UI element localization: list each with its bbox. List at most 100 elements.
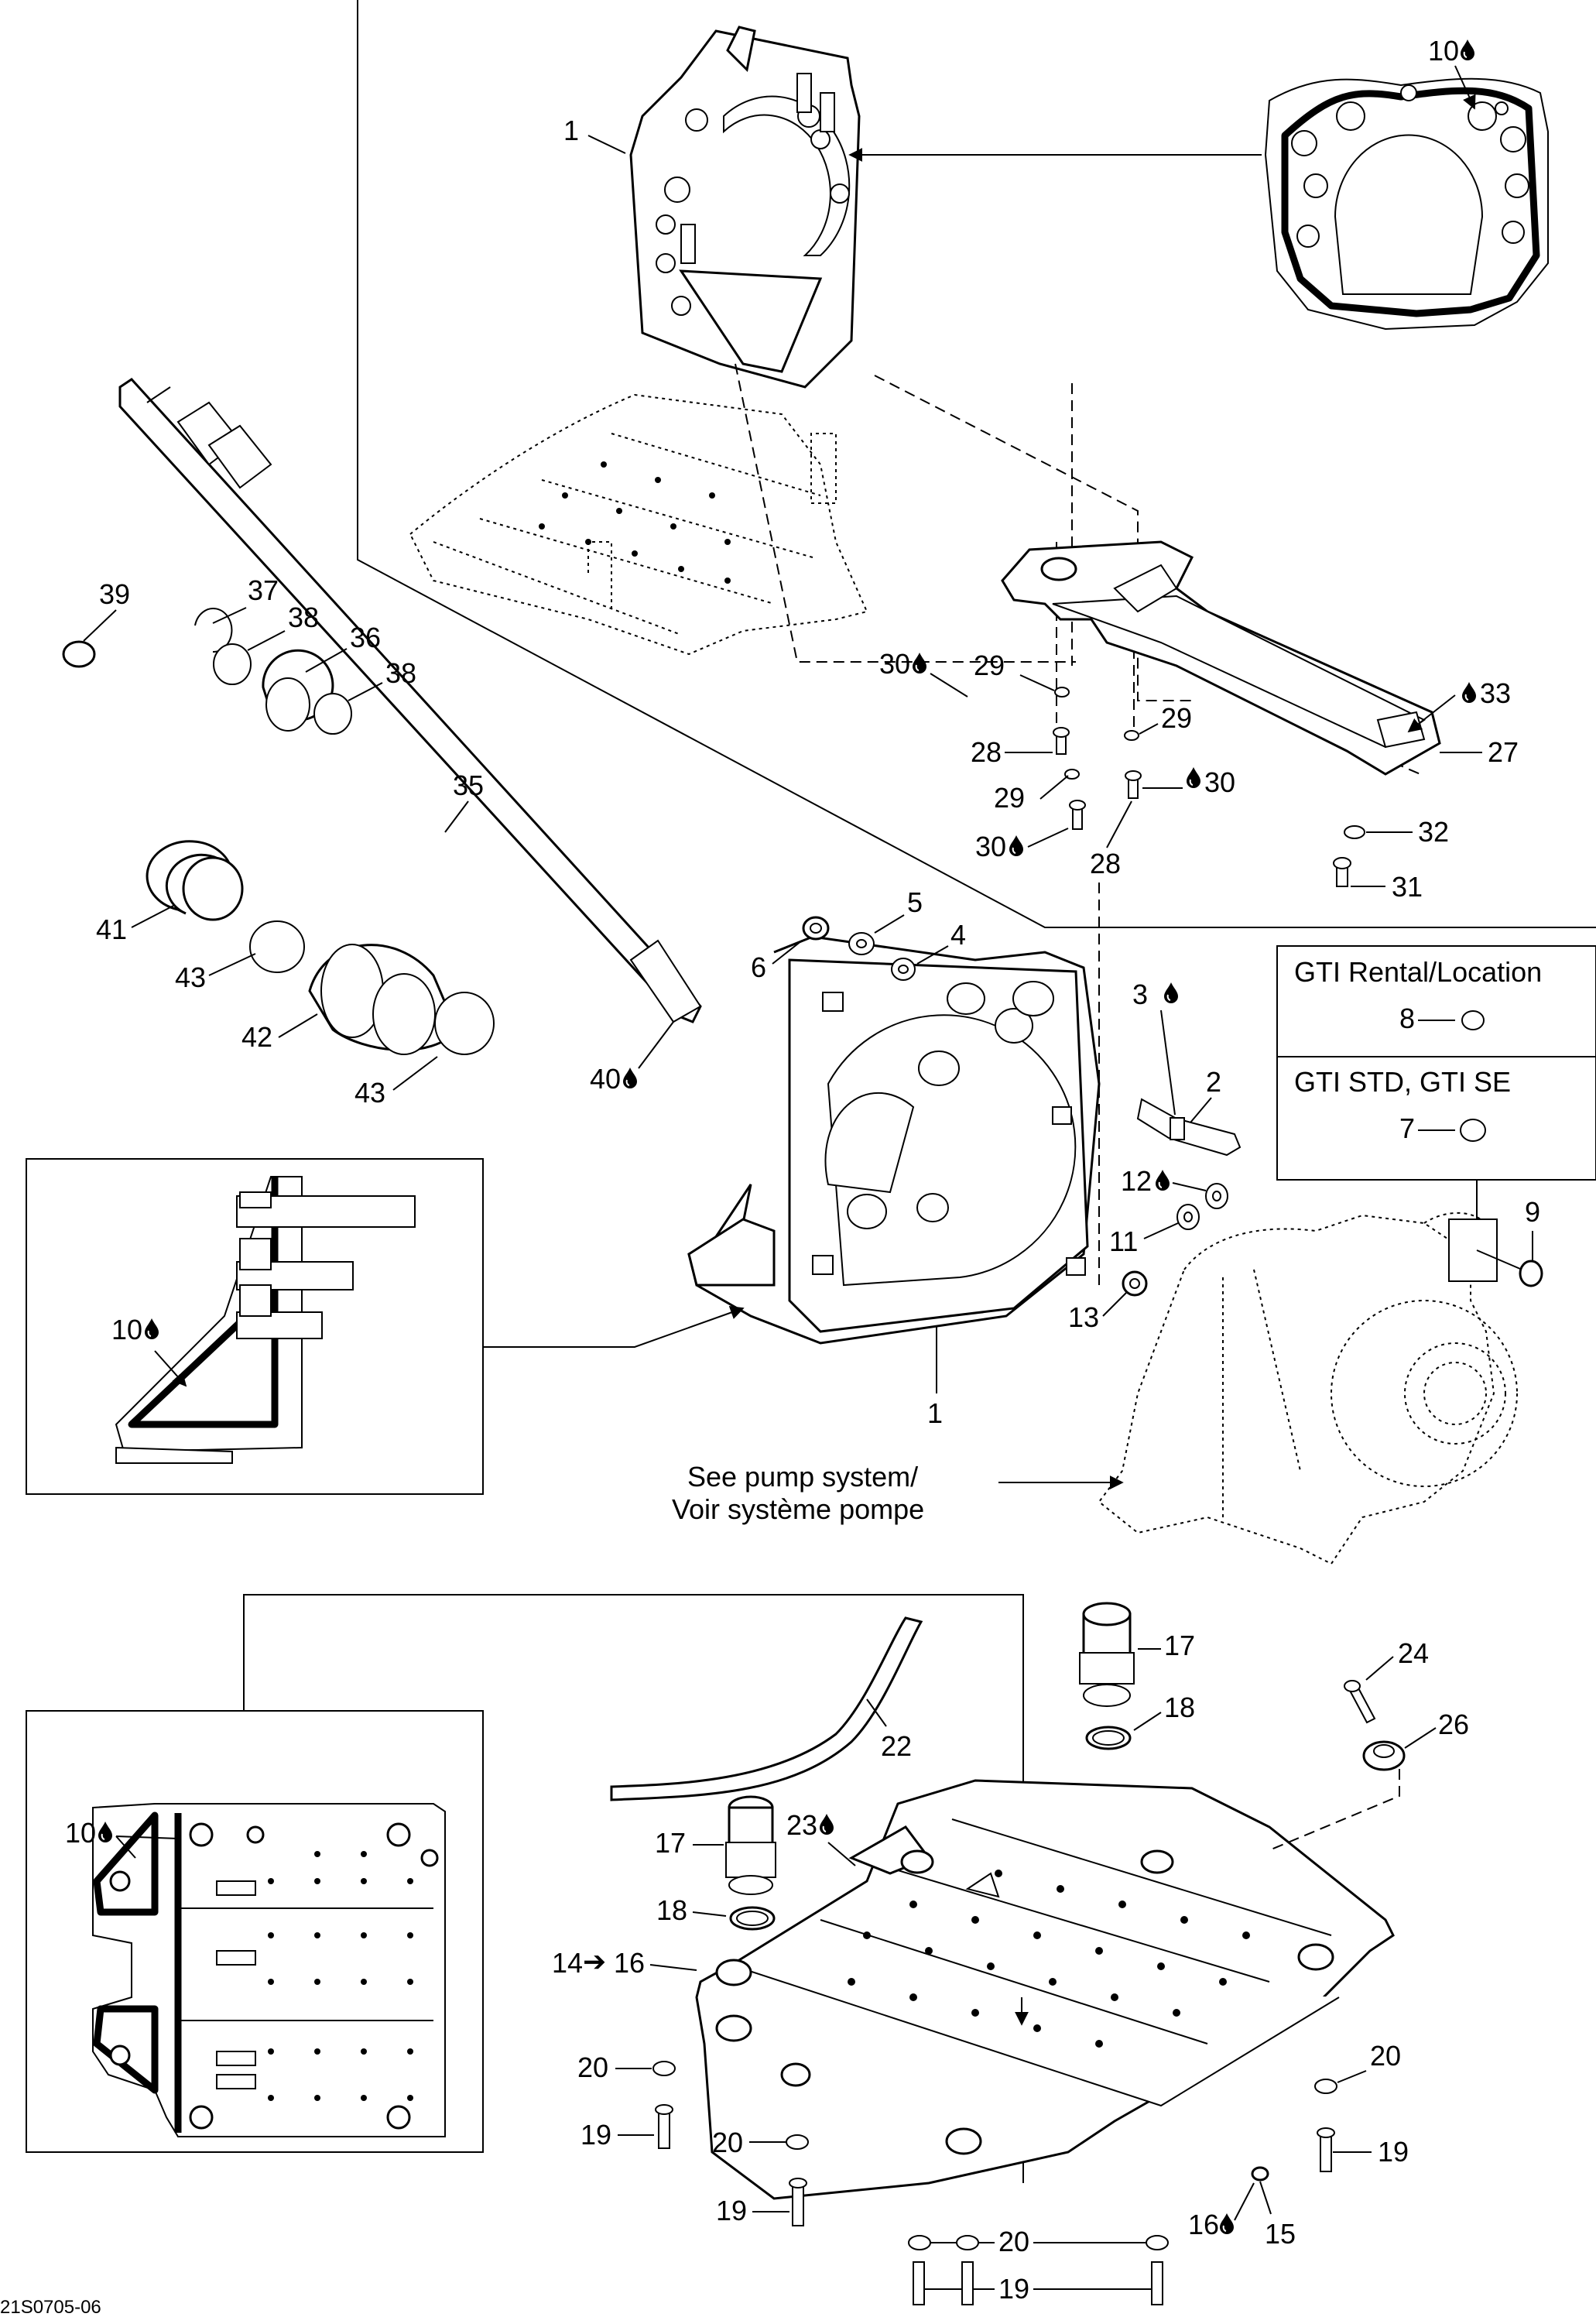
- inset-arrow-side: [483, 1305, 745, 1348]
- callout-35: 35: [444, 769, 484, 833]
- callout-number: 17: [655, 1827, 686, 1859]
- callout-number: 32: [1418, 816, 1449, 848]
- callout-9: 9: [1519, 1196, 1543, 1287]
- callout-13: 13: [1068, 1292, 1127, 1333]
- callout-31: 31: [1351, 871, 1423, 903]
- pump-note: See pump system/ Voir système pompe: [672, 1461, 1124, 1525]
- callout-number: 1: [927, 1397, 943, 1429]
- callout-1b: 1: [927, 1325, 943, 1429]
- callout-number: 29: [994, 782, 1025, 814]
- callout-18b: 18: [656, 1894, 727, 1926]
- callout-number: 16: [614, 1947, 645, 1979]
- callout-number: 38: [385, 657, 416, 689]
- upper-pump-housing: [629, 26, 861, 389]
- callout-30c: 30: [975, 828, 1069, 862]
- callout-22: 22: [866, 1698, 912, 1762]
- callout-4: 4: [916, 919, 966, 965]
- stud: [1136, 1098, 1242, 1157]
- variant-legend: GTI Rental/Location 8 GTI STD, GTI SE 7: [1276, 945, 1596, 1282]
- callout-number: 26: [1438, 1709, 1469, 1740]
- callout-number: 14: [552, 1947, 583, 1979]
- callout-number: 28: [1090, 848, 1121, 879]
- fitting-17-upper: [1079, 1602, 1135, 1750]
- callout-26: 26: [1404, 1709, 1469, 1749]
- drop-icon: [1186, 766, 1201, 788]
- nut-9: [1519, 1260, 1543, 1287]
- callout-number: 22: [881, 1730, 912, 1762]
- callout-number: 37: [248, 574, 279, 606]
- callout-10c: 10: [65, 1817, 179, 1859]
- callout-12: 12: [1121, 1165, 1207, 1197]
- callout-39: 39: [83, 578, 130, 642]
- callout-number: 11: [1109, 1225, 1138, 1257]
- callout-1a: 1: [563, 115, 626, 154]
- callout-number: 18: [656, 1894, 687, 1926]
- callout-number: 38: [288, 602, 319, 633]
- fitting-17-lower: [725, 1795, 776, 1931]
- callout-number: 3: [1132, 979, 1148, 1010]
- callout-19c: 19: [924, 2273, 1152, 2305]
- callout-14-16: 14 ➔ 16: [552, 1945, 697, 1979]
- callout-number: 35: [453, 769, 484, 801]
- drop-icon: [1155, 1169, 1170, 1191]
- callout-number: 7: [1399, 1112, 1415, 1144]
- callout-number: 10: [111, 1314, 142, 1345]
- callout-2: 2: [1190, 1066, 1221, 1123]
- legend-std-title: GTI STD, GTI SE: [1294, 1066, 1511, 1098]
- drive-shaft: [118, 378, 702, 1023]
- callout-number: 10: [65, 1817, 96, 1849]
- drop-icon: [1461, 681, 1477, 703]
- callout-number: 17: [1164, 1630, 1195, 1661]
- callout-number: 39: [99, 578, 130, 610]
- inset-housing-sealant: [1264, 77, 1549, 331]
- callout-number: 29: [974, 650, 1005, 681]
- callout-17a: 17: [1138, 1630, 1195, 1661]
- callout-20d: 20: [1337, 2040, 1401, 2083]
- drop-icon: [1009, 835, 1024, 856]
- callout-19d: 19: [1333, 2136, 1409, 2168]
- callout-5: 5: [874, 886, 923, 934]
- callout-number: 27: [1488, 736, 1519, 768]
- callout-number: 41: [96, 913, 127, 945]
- callout-number: 9: [1525, 1196, 1540, 1228]
- callout-38a: 38: [247, 602, 319, 651]
- washers-11-12-13: [1122, 1183, 1228, 1297]
- callout-3: 3: [1132, 979, 1179, 1116]
- screw-24-grommet-26: [1269, 1680, 1406, 1851]
- bracket-fasteners: [1053, 687, 1365, 887]
- callout-number: 20: [712, 2127, 743, 2158]
- callout-20c: 20: [930, 2226, 1146, 2257]
- washer-7: [1460, 1119, 1486, 1142]
- washer-8: [1461, 1010, 1485, 1030]
- housing-nuts: [802, 916, 916, 981]
- callout-number: 6: [751, 951, 766, 983]
- callout-number: 15: [1265, 2218, 1296, 2250]
- callout-number: 19: [716, 2195, 747, 2226]
- arrow-right-icon: ➔: [583, 1945, 606, 1977]
- inset-housing-side: [26, 1158, 484, 1495]
- callout-33: 33: [1407, 677, 1511, 733]
- callout-18a: 18: [1133, 1691, 1195, 1731]
- callout-38b: 38: [348, 657, 416, 701]
- callout-number: 12: [1121, 1165, 1152, 1197]
- legend-rental-title: GTI Rental/Location: [1294, 956, 1542, 988]
- callout-number: 28: [971, 736, 1002, 768]
- drop-icon: [912, 652, 927, 674]
- inset-plate-top: [26, 1710, 484, 2153]
- callout-number: 29: [1161, 702, 1192, 734]
- callout-20a: 20: [577, 2051, 652, 2083]
- callout-number: 19: [581, 2119, 611, 2151]
- callout-number: 30: [879, 648, 910, 680]
- callout-29c: 29: [994, 775, 1069, 814]
- callout-36: 36: [305, 622, 381, 673]
- callout-number: 5: [907, 886, 923, 918]
- callout-number: 8: [1399, 1003, 1415, 1034]
- callout-10b: 10: [111, 1314, 187, 1387]
- callout-number: 4: [950, 919, 966, 951]
- callout-number: 20: [998, 2226, 1029, 2257]
- callout-number: 30: [1204, 766, 1235, 798]
- callout-number: 1: [563, 115, 579, 146]
- callout-number: 36: [350, 622, 381, 653]
- callout-number: 20: [577, 2051, 608, 2083]
- callout-30b: 30: [1142, 766, 1235, 798]
